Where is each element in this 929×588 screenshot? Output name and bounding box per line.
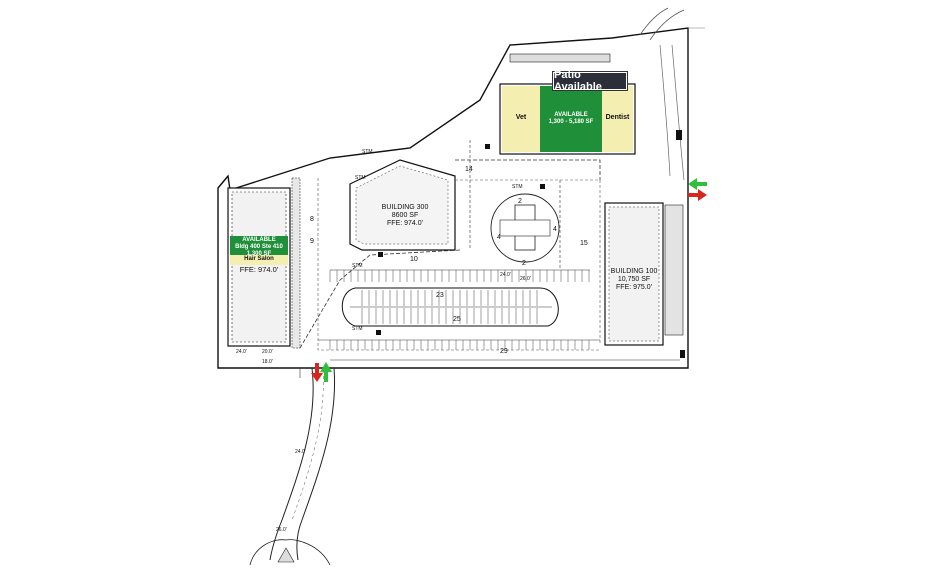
parking-count: 8	[310, 216, 314, 223]
parking-count: 14	[465, 166, 473, 173]
utility-label: STM	[512, 184, 523, 190]
utility-label: STM	[352, 326, 363, 332]
dimension-label: 26.0'	[276, 527, 287, 533]
utility-label: STM	[352, 263, 363, 269]
building-200-available-label: AVAILABLE 1,300 - 5,180 SF	[548, 112, 594, 125]
building-200-available-block	[540, 86, 602, 152]
building-300-label: BUILDING 300 8600 SF FFE: 974.0'	[381, 204, 429, 228]
utility-label: STM	[355, 175, 366, 181]
property-boundary	[217, 27, 689, 369]
parking-count: 2	[518, 198, 522, 205]
building-400-available-label: AVAILABLE Bldg 400 Ste 410 1,300 SF	[235, 237, 283, 257]
entry-arrow-icon	[320, 362, 332, 382]
building-100-label: BUILDING 100 10,750 SF FFE: 975.0'	[610, 268, 658, 292]
building-400-ffe: FFE: 974.0'	[239, 265, 279, 274]
building-400-available-block	[230, 236, 288, 255]
building-200-vet-block	[502, 86, 540, 152]
access-drive	[269, 367, 314, 561]
dimension-label: 24.0'	[236, 349, 247, 355]
dimension-label: 24.0'	[295, 449, 306, 455]
dimension-label: 26.0'	[520, 276, 531, 282]
parking-count: 25	[453, 316, 461, 323]
dimension-label: 20.0'	[262, 349, 273, 355]
dimension-label: 24.0'	[500, 272, 511, 278]
building-200-dentist-block	[602, 86, 633, 152]
parking-count: 10	[410, 256, 418, 263]
parking-count: 4	[553, 226, 557, 233]
parking-island	[341, 287, 559, 327]
building-200-dentist-label: Dentist	[605, 114, 630, 121]
building-400-tenant-label: Hair Salon	[244, 256, 274, 262]
building-400-hair-salon-block	[230, 255, 288, 265]
parking-count: 9	[310, 238, 314, 245]
exit-arrow-icon	[311, 363, 323, 382]
parking-count: 15	[580, 240, 588, 247]
utility-label: STM	[362, 149, 373, 155]
parking-count: 23	[436, 292, 444, 299]
patio-available-badge: Patio Available	[553, 69, 627, 93]
exit-arrow-icon	[688, 189, 707, 201]
parking-count: 4	[497, 234, 501, 241]
parking-count: 29	[500, 348, 508, 355]
parking-count: 2	[522, 260, 526, 267]
entry-arrow-icon	[688, 178, 707, 190]
building-200-vet-label: Vet	[515, 114, 527, 121]
dimension-label: 18.0'	[262, 359, 273, 365]
